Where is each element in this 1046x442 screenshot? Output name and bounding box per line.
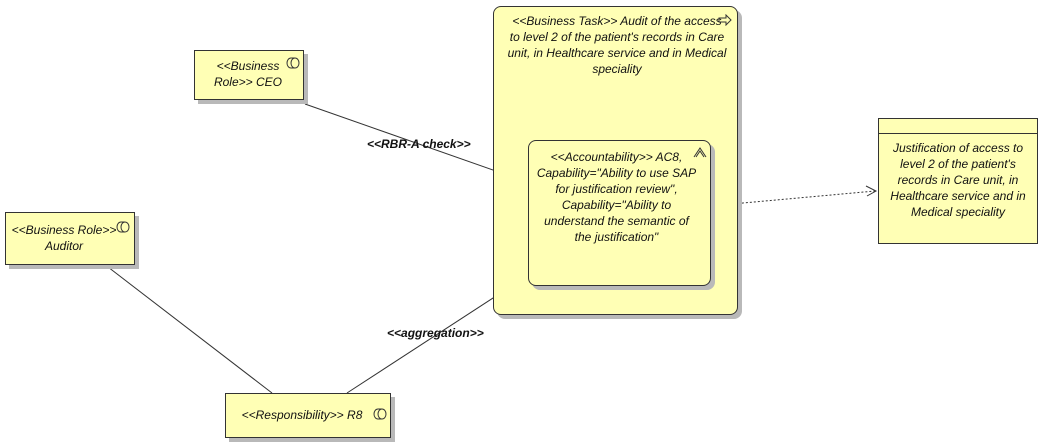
accountability-label: <<Accountability>> AC8, Capability="Abil…: [536, 150, 697, 244]
role-cylinder-icon: [286, 57, 300, 69]
role-cylinder-icon: [373, 408, 387, 420]
accountability-node[interactable]: <<Accountability>> AC8, Capability="Abil…: [528, 140, 711, 286]
chevron-up-icon: [693, 147, 707, 158]
aggregation-edge-label: <<aggregation>>: [387, 326, 484, 340]
justification-header-band: [879, 119, 1037, 134]
auditor-responsibility-connector[interactable]: [107, 266, 273, 394]
ceo-accountability-connector[interactable]: [304, 103, 531, 184]
justification-node[interactable]: Justification of access to level 2 of th…: [878, 118, 1038, 244]
ceo-role-label: <<Business Role>> CEO: [213, 59, 283, 89]
responsibility-label: <<Responsibility>> R8: [241, 408, 363, 422]
rbr-check-edge-label: <<RBR-A check>>: [367, 137, 471, 151]
auditor-role-node[interactable]: <<Business Role>> Auditor: [5, 212, 135, 265]
responsibility-node[interactable]: <<Responsibility>> R8: [225, 393, 391, 438]
business-task-label: <<Business Task>> Audit of the access to…: [507, 14, 727, 76]
ceo-role-node[interactable]: <<Business Role>> CEO: [194, 50, 304, 100]
auditor-role-label: <<Business Role>> Auditor: [11, 223, 117, 253]
dependency-arrowhead: [865, 185, 878, 197]
justification-label: Justification of access to level 2 of th…: [890, 141, 1026, 219]
role-cylinder-icon: [116, 221, 130, 233]
arrow-right-icon: [718, 14, 732, 26]
